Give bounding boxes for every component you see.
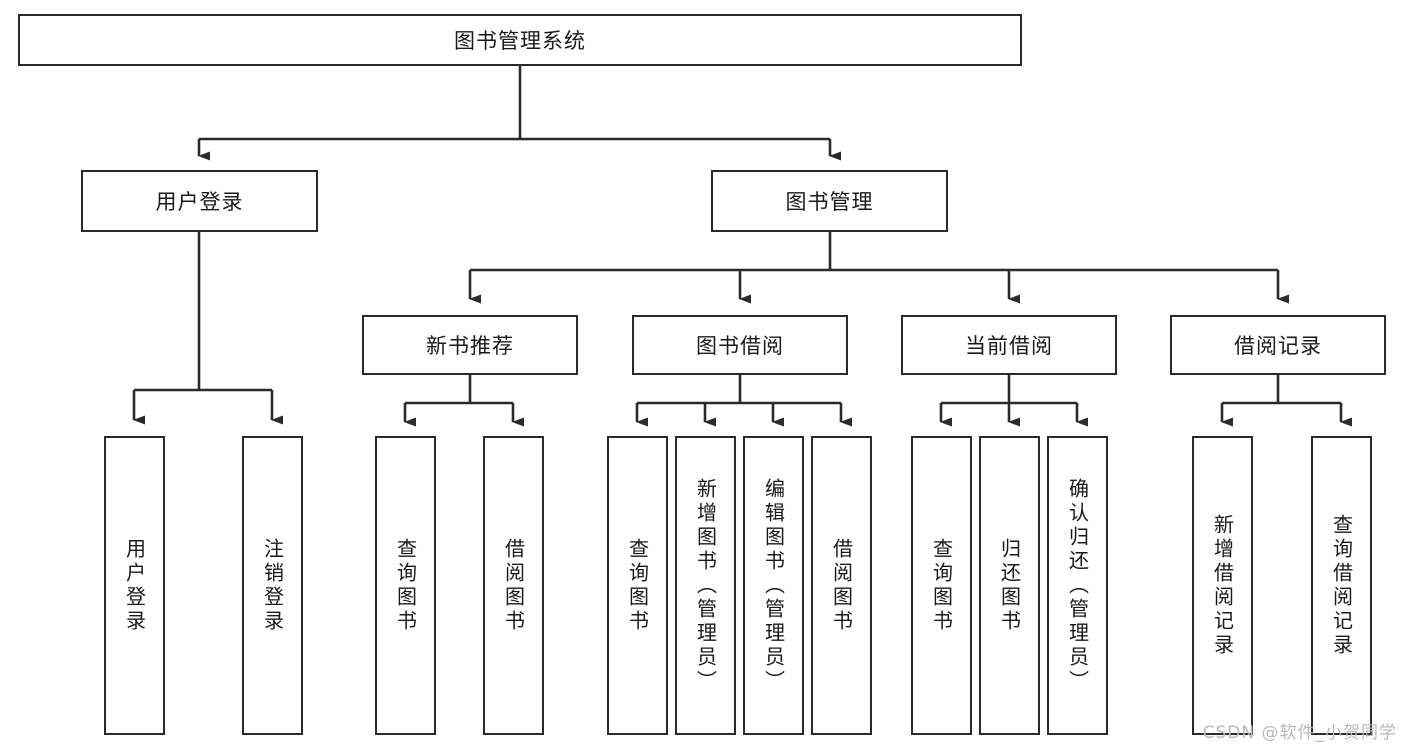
node-label: 查询借阅记录 [1329,513,1354,658]
node-borrow-record[interactable]: 借阅记录 [1170,315,1386,375]
node-user-login[interactable]: 用户登录 [81,170,318,232]
node-leaf-return-book[interactable]: 归还图书 [979,436,1040,735]
node-current-borrow[interactable]: 当前借阅 [901,315,1117,375]
node-label: 用户登录 [155,190,244,214]
node-label: 图书管理 [785,190,874,214]
node-label: 注销登录 [260,537,285,634]
node-leaf-add-record[interactable]: 新增借阅记录 [1192,436,1253,735]
node-leaf-query-book-1[interactable]: 查询图书 [375,436,436,735]
node-leaf-query-record[interactable]: 查询借阅记录 [1311,436,1372,735]
node-leaf-borrow-book-1[interactable]: 借阅图书 [483,436,544,735]
node-label: 确认归还（管理员） [1065,477,1090,694]
node-leaf-add-book[interactable]: 新增图书（管理员） [675,436,736,735]
node-label: 查询图书 [929,537,954,634]
node-label: 查询图书 [393,537,418,634]
node-label: 借阅图书 [501,537,526,634]
node-label: 查询图书 [625,537,650,634]
node-label: 归还图书 [997,537,1022,634]
node-label: 新增借阅记录 [1210,513,1235,658]
node-label: 借阅记录 [1234,334,1322,358]
watermark: CSDN @软件_小贺同学 [1202,723,1397,743]
node-label: 借阅图书 [829,537,854,634]
node-book-borrow[interactable]: 图书借阅 [632,315,848,375]
node-label: 图书管理系统 [454,29,586,53]
node-label: 图书借阅 [696,334,784,358]
node-leaf-edit-book[interactable]: 编辑图书（管理员） [743,436,804,735]
node-label: 编辑图书（管理员） [761,477,786,694]
node-leaf-query-book-3[interactable]: 查询图书 [911,436,972,735]
node-leaf-user-login[interactable]: 用户登录 [104,436,165,735]
node-new-book-recommend[interactable]: 新书推荐 [362,315,578,375]
node-leaf-query-book-2[interactable]: 查询图书 [607,436,668,735]
node-leaf-logout[interactable]: 注销登录 [242,436,303,735]
node-leaf-borrow-book-2[interactable]: 借阅图书 [811,436,872,735]
node-root-book-management-system[interactable]: 图书管理系统 [18,14,1022,66]
node-leaf-confirm-return[interactable]: 确认归还（管理员） [1047,436,1108,735]
node-label: 用户登录 [122,537,147,634]
node-label: 新增图书（管理员） [693,477,718,694]
node-book-manage[interactable]: 图书管理 [711,170,948,232]
node-label: 当前借阅 [965,334,1053,358]
node-label: 新书推荐 [426,334,514,358]
